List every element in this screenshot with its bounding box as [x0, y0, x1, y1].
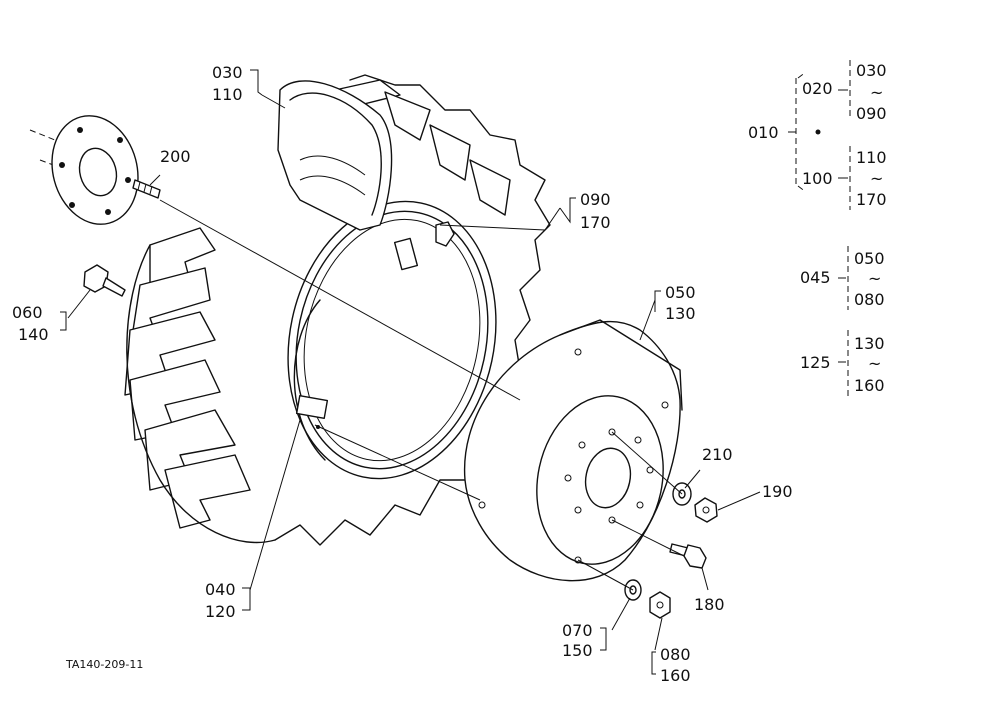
callout-040-120: 040 120: [205, 580, 251, 621]
legend-range-to: 090: [856, 104, 887, 123]
legend-range-to: 170: [856, 190, 887, 209]
callout-label: 170: [580, 213, 611, 232]
callout-label: 130: [665, 304, 696, 323]
legend-range-to: 160: [854, 376, 885, 395]
callout-label: 030: [212, 63, 243, 82]
callout-label: 180: [694, 595, 725, 614]
callout-label: 040: [205, 580, 236, 599]
legend-range-sep: ~: [868, 269, 881, 288]
legend-range-sep: ~: [868, 354, 881, 373]
legend-range-from: 110: [856, 148, 887, 167]
stud-drawing: [132, 179, 161, 199]
callout-070-150: 070 150: [562, 621, 607, 660]
callout-200: 200: [160, 147, 191, 166]
callout-090-170: 090 170: [559, 190, 611, 232]
callout-030-110: 030 110: [212, 63, 263, 104]
legend-range-from: 130: [854, 334, 885, 353]
legend-root: 045: [800, 268, 831, 287]
legend-root: 010: [748, 123, 779, 142]
callout-050-130: 050 130: [654, 283, 696, 323]
legend-group-045: 045 050 ~ 080: [800, 246, 885, 310]
disc-wheel-drawing: [463, 319, 683, 582]
legend-range-from: 050: [854, 249, 885, 268]
callout-label: 140: [18, 325, 49, 344]
legend-range-sep: ~: [870, 83, 883, 102]
legend-group-125: 125 130 ~ 160: [800, 330, 885, 396]
callout-190: 190: [762, 482, 793, 501]
legend-range-to: 080: [854, 290, 885, 309]
callout-210: 210: [702, 445, 733, 464]
callout-label: 080: [660, 645, 691, 664]
callout-label: 120: [205, 602, 236, 621]
leader-lines: [67, 94, 761, 651]
callout-label: 070: [562, 621, 593, 640]
legend-subgroup: 020: [802, 79, 833, 98]
axle-flange-drawing: [29, 115, 139, 225]
callout-label: 150: [562, 641, 593, 660]
legend-range-sep: ~: [870, 169, 883, 188]
callout-080-160: 080 160: [651, 645, 691, 685]
callout-180: 180: [694, 595, 725, 614]
legend-root: 125: [800, 353, 831, 372]
hub-cup-drawing: [277, 80, 393, 231]
callout-label: 210: [702, 445, 733, 464]
legend-subgroup: 100: [802, 169, 833, 188]
callout-label: 060: [12, 303, 43, 322]
callout-label: 200: [160, 147, 191, 166]
legend-range-from: 030: [856, 61, 887, 80]
callout-label: 090: [580, 190, 611, 209]
callout-label: 190: [762, 482, 793, 501]
bolt-drawing: [83, 264, 126, 297]
legend-group-010: 010 020 030 ~ 090 100 110 ~ 170: [748, 60, 887, 210]
callout-label: 050: [665, 283, 696, 302]
callout-060-140: 060 140: [12, 303, 67, 344]
drawing-code: TA140-209-11: [65, 658, 143, 671]
callout-label: 110: [212, 85, 243, 104]
callout-label: 160: [660, 666, 691, 685]
